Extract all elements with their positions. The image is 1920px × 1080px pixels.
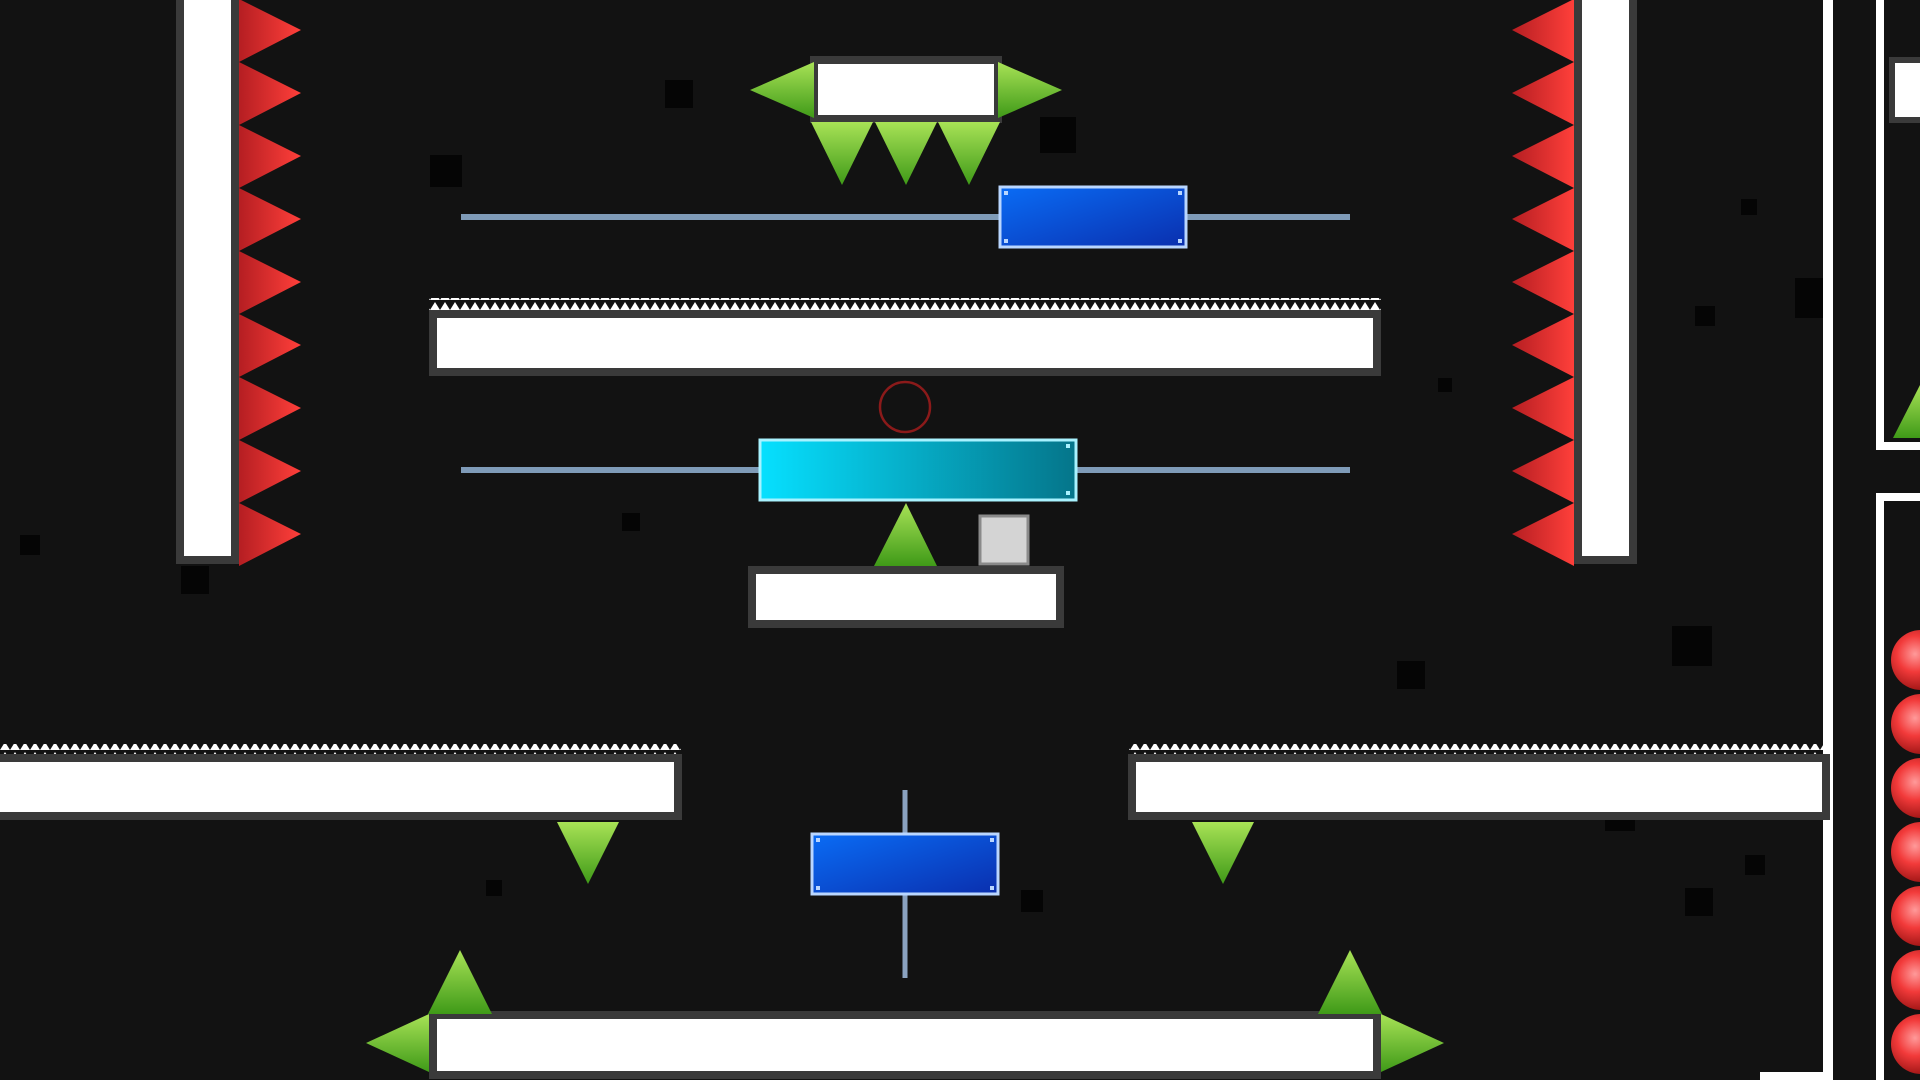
ring-outline-icon (878, 380, 932, 434)
red-spike-icon (239, 377, 301, 440)
red-spike-icon (1512, 125, 1574, 188)
rail-middle (461, 438, 1350, 502)
green-spike-icon (750, 62, 814, 118)
red-orb-icon (1891, 694, 1920, 754)
red-spike-icon (1512, 62, 1574, 125)
lower-left-platform (0, 744, 682, 884)
red-spike-icon (239, 440, 301, 503)
red-orb-icon (1891, 1014, 1920, 1074)
green-spike-icon (1318, 950, 1382, 1014)
red-spike-icon (1512, 188, 1574, 251)
red-spike-icon (1512, 440, 1574, 503)
center-small-platform (748, 503, 1064, 628)
green-spike-icon (874, 503, 937, 566)
red-orb-icon (1891, 758, 1920, 818)
player-square[interactable] (978, 514, 1030, 566)
right-boundary-wall (1760, 0, 1920, 1080)
right-vertical-wall (1574, 0, 1637, 564)
red-spike-icon (239, 125, 301, 188)
top-small-platform (750, 56, 1062, 185)
lower-right-platform (1128, 744, 1830, 884)
background-debris (20, 80, 1825, 916)
red-orb-icon (1891, 822, 1920, 882)
left-vertical-wall (176, 0, 239, 564)
green-spike-icon (998, 62, 1062, 118)
red-spike-strip-left (239, 0, 301, 566)
green-spike-icon (875, 122, 937, 185)
green-spike-icon (1381, 1014, 1444, 1072)
red-spike-strip-right (1512, 0, 1574, 566)
red-orb-icon (1891, 950, 1920, 1010)
red-spike-icon (239, 0, 301, 62)
green-spike-icon (557, 822, 619, 884)
rail-vertical (810, 790, 1000, 978)
red-spike-icon (1512, 251, 1574, 314)
red-spike-icon (1512, 314, 1574, 377)
red-spike-icon (239, 62, 301, 125)
red-orb-column (1891, 630, 1920, 1074)
green-spike-icon (428, 950, 492, 1014)
red-spike-icon (1512, 503, 1574, 566)
red-spike-icon (239, 188, 301, 251)
red-spike-icon (239, 251, 301, 314)
green-spike-icon (938, 122, 1000, 185)
rail-top (461, 185, 1350, 249)
green-spike-icon (366, 1014, 429, 1072)
bottom-long-platform (366, 950, 1444, 1079)
green-spike-icon (1192, 822, 1254, 884)
green-spike-icon (811, 122, 873, 185)
red-spike-icon (1512, 0, 1574, 62)
red-spike-icon (239, 314, 301, 377)
long-upper-platform (429, 298, 1381, 376)
red-spike-icon (239, 503, 301, 566)
red-spike-icon (1512, 377, 1574, 440)
red-orb-icon (1891, 886, 1920, 946)
red-orb-icon (1891, 630, 1920, 690)
